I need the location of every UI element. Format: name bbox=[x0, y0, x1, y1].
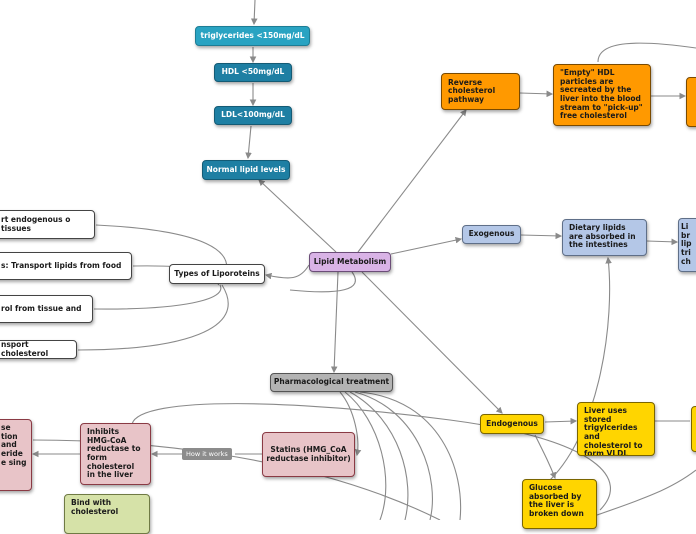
ldl-node[interactable]: LDL<100mg/dL bbox=[214, 106, 292, 125]
edge-inhibits-loop bbox=[131, 403, 611, 511]
edge-empty-loop bbox=[597, 42, 696, 63]
empty-hdl-label: "Empty" HDL particles are secreated by t… bbox=[560, 68, 643, 121]
dietary-lipids-node[interactable]: Dietary lipids are absorbed in the intes… bbox=[562, 219, 647, 256]
exogenous-node[interactable]: Exogenous bbox=[462, 225, 521, 244]
edge-reverse-empty bbox=[519, 90, 554, 98]
transport-cholesterol-node[interactable]: nsport cholesterol bbox=[0, 340, 77, 359]
normal-lipid-node[interactable]: Normal lipid levels bbox=[202, 160, 290, 180]
edge-lipid-exogenous bbox=[390, 236, 463, 255]
triglycerides-node[interactable]: triglycerides <150mg/dL bbox=[195, 26, 310, 46]
hdl-label: HDL <50mg/dL bbox=[221, 67, 285, 77]
lipids-broken-node[interactable]: Li br lip tri ch bbox=[678, 218, 696, 272]
exogenous-label: Exogenous bbox=[468, 229, 515, 239]
offscreen-orange-node[interactable] bbox=[686, 77, 696, 127]
inhibits-hmg-label: Inhibits HMG-CoA reductase to form chole… bbox=[87, 427, 141, 480]
edge-lipid-endogenous bbox=[361, 271, 503, 414]
types-lipoproteins-node[interactable]: Types of Liporoteins bbox=[169, 264, 265, 284]
lipid-metabolism-label: Lipid Metabolism bbox=[313, 256, 387, 266]
bind-cholesterol-node[interactable]: Bind with cholesterol bbox=[64, 494, 150, 534]
pharmacological-label: Pharmacological treatment bbox=[273, 377, 390, 387]
statins-label: Statins (HMG_CoA reductase inhibitor) bbox=[266, 444, 351, 463]
edge-ldl-normal bbox=[245, 125, 252, 160]
transport-cholesterol-label: nsport cholesterol bbox=[1, 340, 49, 358]
transport-food-node[interactable]: s: Transport lipids from food bbox=[0, 252, 132, 280]
edge-pharm-down4 bbox=[359, 391, 462, 520]
transport-endogenous-label: rt endogenous o tissues bbox=[1, 214, 71, 233]
cholesterol-tissue-node[interactable]: rol from tissue and bbox=[0, 295, 93, 323]
liver-vldl-node[interactable]: Liver uses stored trigylcerides and chol… bbox=[577, 402, 655, 456]
liver-vldl-label: Liver uses stored trigylcerides and chol… bbox=[584, 406, 643, 456]
lipids-broken-label: Li br lip tri ch bbox=[681, 222, 692, 266]
edge-top-triglycerides bbox=[250, 0, 258, 26]
edge-lipid-pharm bbox=[330, 271, 339, 374]
dietary-lipids-label: Dietary lipids are absorbed in the intes… bbox=[569, 223, 636, 250]
edge-glucose-right bbox=[596, 469, 696, 516]
bind-cholesterol-label: Bind with cholesterol bbox=[71, 498, 119, 516]
left-pink-label: se tion and eride e sing bbox=[1, 423, 27, 467]
edge-lipid-normal bbox=[258, 179, 337, 253]
edge-lipid-loop bbox=[289, 271, 356, 293]
statins-node[interactable]: Statins (HMG_CoA reductase inhibitor) bbox=[262, 432, 355, 477]
normal-lipid-label: Normal lipid levels bbox=[206, 164, 286, 174]
endogenous-label: Endogenous bbox=[486, 418, 538, 428]
cholesterol-tissue-label: rol from tissue and bbox=[1, 303, 82, 313]
inhibits-hmg-node[interactable]: Inhibits HMG-CoA reductase to form chole… bbox=[80, 423, 151, 485]
pharmacological-node[interactable]: Pharmacological treatment bbox=[270, 373, 393, 392]
glucose-node[interactable]: Glucose absorbed by the liver is broken … bbox=[522, 479, 597, 529]
edge-lipid-reverse bbox=[357, 109, 467, 253]
edge-endogenous-liver bbox=[544, 417, 578, 425]
hdl-node[interactable]: HDL <50mg/dL bbox=[214, 63, 292, 82]
edge-endogenous-glucose bbox=[534, 434, 557, 480]
types-lipoproteins-label: Types of Liporoteins bbox=[174, 268, 260, 278]
how-it-works-label: How it works bbox=[182, 448, 232, 460]
edge-exogenous-dietary bbox=[520, 232, 563, 240]
transport-endogenous-node[interactable]: rt endogenous o tissues bbox=[0, 210, 95, 239]
glucose-label: Glucose absorbed by the liver is broken … bbox=[529, 483, 584, 518]
reverse-cholesterol-label: Reverse cholesterol pathway bbox=[448, 77, 496, 104]
edge-pharm-statins bbox=[339, 391, 362, 457]
edge-lipid-types bbox=[264, 264, 310, 280]
triglycerides-label: triglycerides <150mg/dL bbox=[200, 30, 305, 40]
lipid-metabolism-node[interactable]: Lipid Metabolism bbox=[309, 252, 391, 272]
left-pink-node[interactable]: se tion and eride e sing bbox=[0, 419, 32, 491]
reverse-cholesterol-node[interactable]: Reverse cholesterol pathway bbox=[441, 73, 520, 110]
ldl-label: LDL<100mg/dL bbox=[221, 110, 285, 120]
edge-glucose-dietary bbox=[549, 256, 612, 481]
endogenous-node[interactable]: Endogenous bbox=[480, 414, 544, 434]
offscreen-yellow-node[interactable] bbox=[691, 406, 696, 452]
edge-dietary-right bbox=[646, 238, 679, 246]
edge-types-tissue bbox=[93, 284, 222, 310]
transport-food-label: s: Transport lipids from food bbox=[1, 260, 122, 270]
empty-hdl-node[interactable]: "Empty" HDL particles are secreated by t… bbox=[553, 64, 651, 126]
edge-pharm-down1 bbox=[344, 391, 387, 520]
edge-pharm-down3 bbox=[354, 391, 433, 520]
edge-types-transport bbox=[77, 284, 229, 351]
